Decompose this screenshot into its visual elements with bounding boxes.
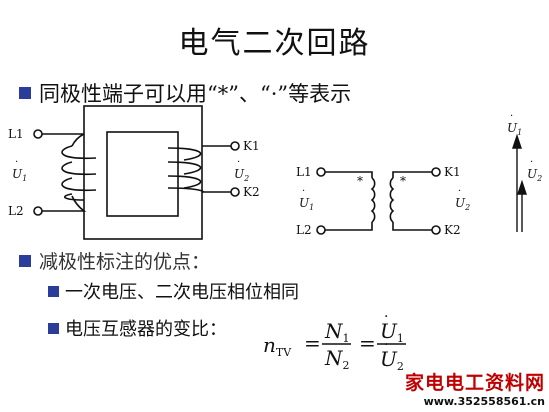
left-label-u2: U2 bbox=[234, 167, 249, 183]
bullet-square-icon bbox=[48, 285, 59, 297]
bullet-text: 减极性标注的优点： bbox=[39, 251, 211, 273]
bullet-text: 一次电压、二次电压相位相同 bbox=[65, 282, 299, 303]
bullet-text: 电压互感器的变比： bbox=[65, 319, 227, 340]
right-label-l1: L1 bbox=[296, 165, 312, 179]
right-label-k1: K1 bbox=[444, 165, 461, 179]
formula-n2: N2 bbox=[324, 346, 350, 372]
formula-u1-dot: · bbox=[384, 309, 388, 325]
primary-lead-bottom bbox=[42, 195, 87, 212]
secondary-coil-right bbox=[389, 177, 395, 223]
right-label-k2: K2 bbox=[444, 223, 461, 237]
core-outer bbox=[83, 105, 203, 240]
sub-bullet-ratio: 电压互感器的变比： bbox=[48, 315, 227, 341]
bullet-text: 同极性端子可以用“*”、“·”等表示 bbox=[39, 82, 352, 106]
terminal-l1-right bbox=[316, 167, 326, 177]
phasor-u2-arrowhead bbox=[517, 179, 527, 195]
bullet-square-icon bbox=[19, 87, 31, 99]
watermark-site-name: 家电电工资料网 bbox=[404, 372, 545, 394]
right-label-u1-dot: · bbox=[302, 186, 305, 197]
formula-equals-2: = bbox=[359, 331, 376, 355]
primary-winding bbox=[61, 145, 97, 201]
left-label-k1: K1 bbox=[243, 139, 260, 153]
formula-u2-dot: · bbox=[384, 337, 388, 353]
formula-u1: U1 bbox=[380, 319, 404, 345]
phasor-diagram bbox=[512, 133, 527, 232]
left-label-u2-dot: · bbox=[237, 157, 240, 168]
phasor-label-u1: U1 bbox=[507, 121, 522, 137]
phasor-label-u2-dot: · bbox=[530, 157, 533, 168]
terminal-k2 bbox=[230, 187, 240, 197]
bullet-square-icon bbox=[19, 254, 31, 267]
left-transformer-diagram bbox=[33, 105, 240, 240]
formula-equals-1: = bbox=[304, 331, 321, 355]
secondary-winding bbox=[167, 147, 204, 193]
turns-ratio-formula: nTV = N1 N2 = U1 · U2 · bbox=[263, 309, 406, 373]
left-label-k2: K2 bbox=[243, 185, 260, 199]
phasor-label-u2: U2 bbox=[527, 167, 542, 183]
left-label-u1: U1 bbox=[12, 167, 27, 183]
primary-lead-bottom-right bbox=[325, 222, 373, 231]
terminal-k1 bbox=[230, 141, 240, 151]
secondary-lead-bottom-right bbox=[392, 222, 432, 231]
polarity-star-primary: * bbox=[357, 174, 363, 188]
sub-bullet-phase: 一次电压、二次电压相位相同 bbox=[48, 278, 299, 304]
formula-n-tv: nTV bbox=[263, 333, 292, 359]
slide-title: 电气二次回路 bbox=[178, 26, 371, 61]
bullet-polarity-marking: 同极性端子可以用“*”、“·”等表示 bbox=[19, 78, 351, 108]
core-inner bbox=[106, 131, 179, 217]
terminal-l1 bbox=[33, 129, 43, 139]
left-label-u1-dot: · bbox=[15, 157, 18, 168]
primary-coil-right bbox=[370, 177, 376, 223]
formula-u2: U2 bbox=[380, 347, 404, 373]
bullet-square-icon bbox=[48, 322, 59, 334]
terminal-k1-right bbox=[431, 167, 441, 177]
phasor-label-u1-dot: · bbox=[510, 111, 513, 122]
formula-n1: N1 bbox=[324, 319, 350, 345]
left-label-l1: L1 bbox=[8, 127, 24, 141]
polarity-star-secondary: * bbox=[400, 174, 406, 188]
right-label-u2: U2 bbox=[455, 196, 470, 212]
primary-lead-top bbox=[42, 133, 85, 147]
left-label-l2: L2 bbox=[8, 204, 24, 218]
terminal-l2-right bbox=[316, 225, 326, 235]
terminal-k2-right bbox=[431, 225, 441, 235]
right-transformer-diagram bbox=[316, 167, 441, 235]
phasor-u1-arrowhead bbox=[512, 133, 522, 149]
right-label-l2: L2 bbox=[296, 223, 312, 237]
primary-lead-top-right bbox=[325, 171, 373, 178]
watermark: 家电电工资料网 www.352558561.cn bbox=[405, 368, 545, 408]
watermark-url: www.352558561.cn bbox=[423, 395, 545, 408]
secondary-lead-top-right bbox=[392, 171, 432, 178]
terminal-l2 bbox=[33, 206, 43, 216]
bullet-subtractive-polarity: 减极性标注的优点： bbox=[19, 247, 210, 274]
right-label-u1: U1 bbox=[299, 196, 314, 212]
right-label-u2-dot: · bbox=[458, 186, 461, 197]
